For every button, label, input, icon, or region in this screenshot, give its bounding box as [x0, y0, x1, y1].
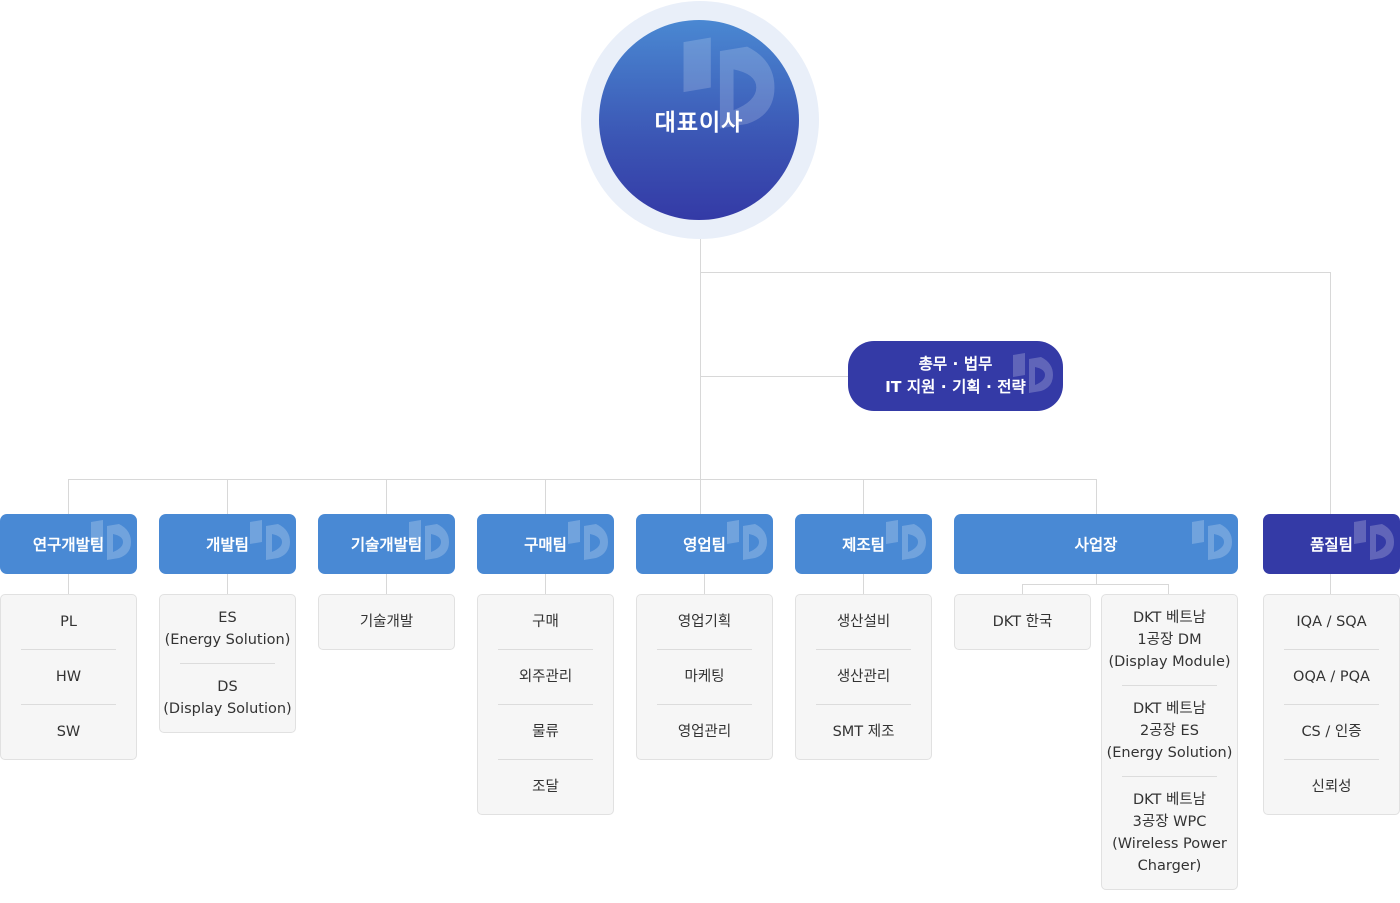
brand-logo-icon — [566, 518, 610, 562]
subunit-item: 구매 — [532, 614, 559, 630]
subunit-item: CS / 인증 — [1301, 724, 1362, 740]
ceo-label: 대표이사 — [654, 110, 744, 136]
subunit-item: 외주관리 — [518, 669, 573, 685]
connector-line — [386, 574, 387, 594]
item-divider — [180, 663, 275, 664]
staff-label-line1: 총무 · 법무 — [918, 355, 993, 373]
subunit-item: ES(Energy Solution) — [164, 610, 291, 648]
subunit-box: ES(Energy Solution) DS(Display Solution) — [159, 594, 296, 733]
subunit-box: 기술개발 — [318, 594, 455, 650]
staff-label-line2: IT 지원 · 기획 · 전략 — [885, 378, 1026, 396]
connector-line — [704, 574, 705, 594]
subunit-item: IQA / SQA — [1296, 614, 1367, 630]
dept-label: 구매팀 — [524, 536, 567, 554]
item-divider — [498, 759, 593, 760]
dept-tech-development: 기술개발팀 — [318, 514, 455, 574]
connector-line — [1330, 272, 1331, 514]
dept-label: 개발팀 — [206, 536, 249, 554]
item-divider — [816, 649, 911, 650]
connector-line — [700, 376, 848, 377]
item-divider — [1284, 649, 1379, 650]
staff-node: 총무 · 법무 IT 지원 · 기획 · 전략 — [848, 341, 1063, 411]
item-divider — [816, 704, 911, 705]
dept-label: 사업장 — [1074, 536, 1118, 554]
dept-label: 품질팀 — [1310, 536, 1353, 554]
item-divider — [1284, 704, 1379, 705]
connector-line — [227, 574, 228, 594]
subunit-item: 기술개발 — [359, 614, 414, 630]
connector-line — [1022, 584, 1169, 585]
subunit-item: 신뢰성 — [1311, 779, 1352, 795]
dept-business-sites: 사업장 — [954, 514, 1238, 574]
connector-line — [545, 574, 546, 594]
item-divider — [498, 649, 593, 650]
dept-purchasing: 구매팀 — [477, 514, 614, 574]
subunit-box: DKT 한국 — [954, 594, 1091, 650]
item-divider — [498, 704, 593, 705]
connector-line — [863, 574, 864, 594]
subunit-item: DKT 한국 — [992, 614, 1053, 630]
dept-development: 개발팀 — [159, 514, 296, 574]
item-divider — [1122, 776, 1217, 777]
connector-line — [545, 479, 546, 514]
connector-line — [68, 479, 69, 514]
dept-label: 기술개발팀 — [350, 536, 423, 554]
connector-line — [386, 479, 387, 514]
item-divider — [1122, 685, 1217, 686]
subunit-item: HW — [55, 669, 82, 685]
brand-logo-icon — [725, 518, 769, 562]
dept-label: 제조팀 — [842, 536, 885, 554]
subunit-box: PL HW SW — [0, 594, 137, 760]
brand-logo-icon — [248, 518, 292, 562]
dept-rnd: 연구개발팀 — [0, 514, 137, 574]
connector-line — [68, 479, 1097, 480]
item-divider — [657, 704, 752, 705]
dept-label: 연구개발팀 — [32, 536, 105, 554]
subunit-item: 마케팅 — [684, 669, 725, 685]
subunit-item: SW — [56, 724, 81, 740]
item-divider — [21, 649, 116, 650]
subunit-item: 물류 — [532, 724, 559, 740]
connector-line — [227, 479, 228, 514]
brand-logo-icon — [1190, 518, 1234, 562]
item-divider — [657, 649, 752, 650]
subunit-item: DS(Display Solution) — [163, 679, 292, 717]
subunit-item: PL — [60, 614, 77, 630]
brand-logo-icon — [1352, 518, 1396, 562]
dept-sales: 영업팀 — [636, 514, 773, 574]
dept-quality: 품질팀 — [1263, 514, 1400, 574]
brand-logo-icon — [884, 518, 928, 562]
dept-label: 영업팀 — [683, 536, 726, 554]
connector-line — [1330, 574, 1331, 594]
subunit-item: 조달 — [532, 779, 559, 795]
subunit-item: 생산설비 — [836, 614, 891, 630]
subunit-item: 영업관리 — [677, 724, 732, 740]
connector-line — [1168, 584, 1169, 594]
item-divider — [1284, 759, 1379, 760]
connector-line — [68, 574, 69, 594]
dept-manufacturing: 제조팀 — [795, 514, 932, 574]
connector-line — [1096, 479, 1097, 514]
subunit-item: 생산관리 — [836, 669, 891, 685]
ceo-node: 대표이사 — [599, 20, 799, 220]
connector-line — [863, 479, 864, 514]
connector-line — [1022, 584, 1023, 594]
connector-line — [700, 272, 1331, 273]
subunit-item: 영업기획 — [677, 614, 732, 630]
connector-line — [1096, 574, 1097, 584]
item-divider — [21, 704, 116, 705]
subunit-item: OQA / PQA — [1293, 669, 1370, 685]
subunit-item: SMT 제조 — [832, 724, 895, 740]
